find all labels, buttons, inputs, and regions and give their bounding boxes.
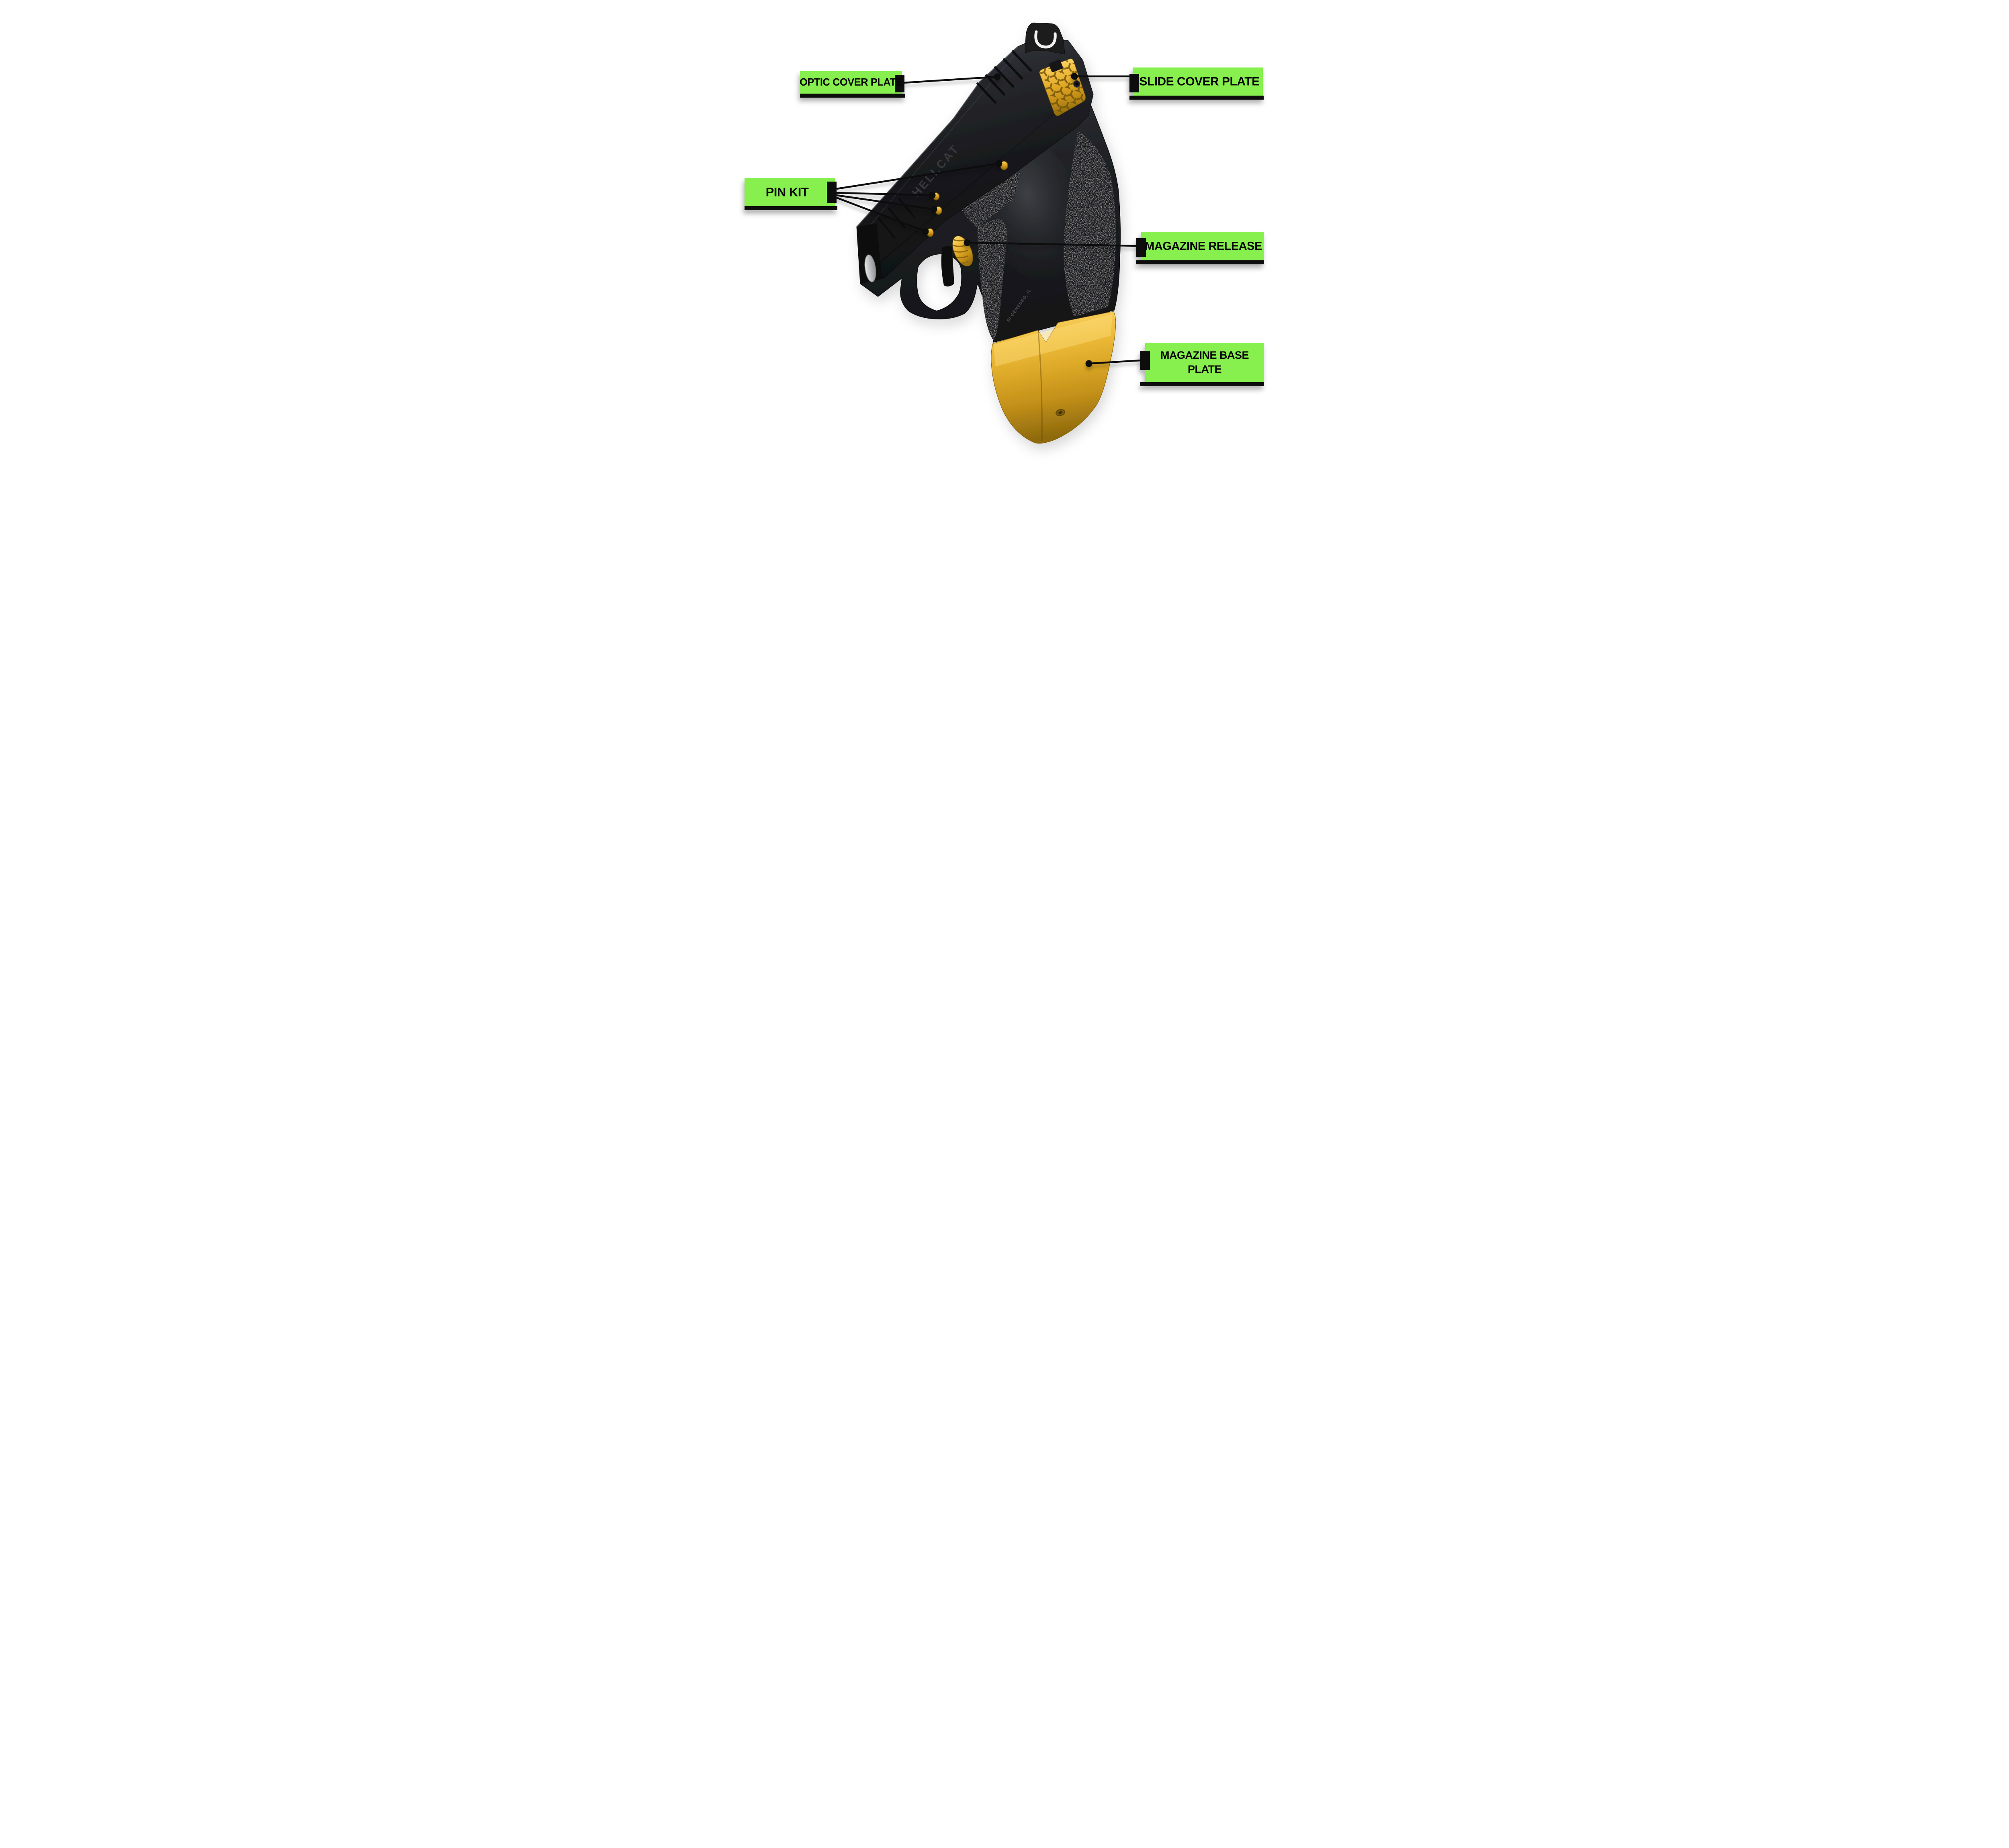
callout-dot bbox=[1085, 360, 1092, 367]
slide-plate-screw-center bbox=[1076, 83, 1078, 85]
callout-dot bbox=[930, 206, 937, 213]
callout-dot bbox=[922, 228, 929, 235]
callout-slide-cover-plate: SLIDE COVER PLATE bbox=[1071, 67, 1264, 100]
callout-tab bbox=[1129, 74, 1139, 92]
callout-tab bbox=[895, 75, 904, 92]
callout-line bbox=[836, 196, 926, 233]
base-plate-highlight bbox=[994, 314, 1113, 366]
label-text: OPTIC COVER PLATE bbox=[800, 77, 902, 88]
label-box bbox=[800, 71, 902, 94]
callout-tab bbox=[827, 182, 837, 203]
label-box bbox=[1141, 232, 1264, 260]
rear-sight-white-outline bbox=[1034, 30, 1057, 49]
label-underline bbox=[745, 206, 837, 210]
rear-sight bbox=[1025, 22, 1065, 55]
label-text: MAGAZINE RELEASE bbox=[1145, 240, 1262, 253]
rear-serrations bbox=[976, 50, 1032, 104]
label-underline bbox=[1140, 382, 1264, 386]
frame-texture-wedge bbox=[962, 172, 1020, 228]
callout-tab bbox=[1136, 238, 1146, 257]
label-underline bbox=[1136, 260, 1264, 264]
callout-tab bbox=[1140, 351, 1150, 370]
label-underline bbox=[1129, 96, 1264, 100]
callout-dot bbox=[994, 73, 1001, 80]
label-text: MAGAZINE BASE bbox=[1160, 349, 1249, 361]
callout-line bbox=[1088, 359, 1142, 365]
callout-magazine-base-plate: MAGAZINE BASE PLATE bbox=[1085, 343, 1264, 386]
label-text: PLATE bbox=[1188, 363, 1221, 375]
recoil-spring bbox=[864, 254, 876, 282]
slide-top-edge-highlight bbox=[856, 46, 1019, 228]
slide-bevel-line bbox=[879, 98, 1072, 264]
label-box bbox=[1145, 343, 1264, 382]
callout-dot bbox=[964, 239, 971, 246]
callout-line bbox=[967, 241, 1137, 247]
magazine-base-plate-gold bbox=[991, 311, 1116, 444]
callout-line bbox=[836, 162, 999, 190]
striker-channel-notch bbox=[1049, 59, 1063, 72]
label-box bbox=[1133, 67, 1263, 96]
callout-pin-kit: PIN KIT bbox=[745, 160, 1002, 235]
callout-line bbox=[903, 76, 998, 84]
base-plate-hole-center bbox=[1058, 411, 1062, 414]
callout-dot bbox=[929, 192, 936, 199]
callout-dot bbox=[1071, 73, 1078, 80]
front-serrations bbox=[878, 198, 916, 239]
callout-line bbox=[836, 194, 934, 211]
label-text: SLIDE COVER PLATE bbox=[1139, 75, 1259, 88]
label-box bbox=[745, 178, 835, 206]
grip-texture-rear bbox=[1064, 131, 1116, 317]
callout-optic-cover-plate: OPTIC COVER PLATE bbox=[800, 71, 1001, 98]
base-plate-edge-ridge bbox=[1037, 331, 1043, 442]
label-text: PIN KIT bbox=[766, 185, 809, 199]
callout-magazine-release: MAGAZINE RELEASE bbox=[964, 232, 1264, 264]
diagram-canvas: SI GENESEO, IL HELLCAT bbox=[696, 0, 1313, 462]
label-underline bbox=[800, 94, 905, 98]
callout-dot bbox=[995, 160, 1002, 167]
callout-line bbox=[836, 192, 933, 196]
grip-texture-front bbox=[978, 219, 1007, 341]
trigger bbox=[941, 246, 954, 287]
